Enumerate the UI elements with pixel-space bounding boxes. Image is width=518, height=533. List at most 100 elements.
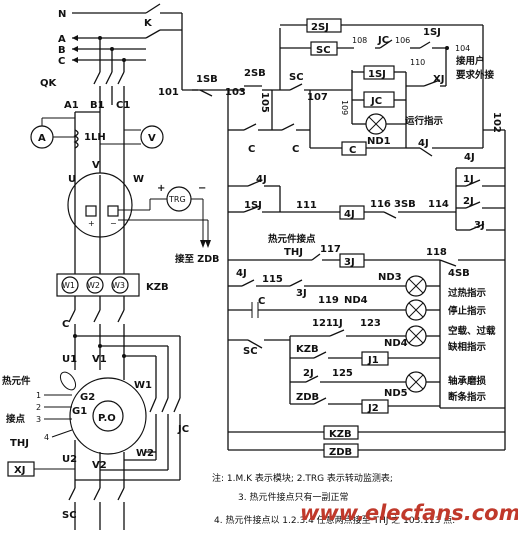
n123: 123 [360, 318, 381, 329]
b1-label: B1 [90, 100, 105, 111]
notes: 注: 1.M.K 表示模块; 2.TRG 表示转动监测表; 3. 热元件接点只有… [212, 472, 455, 526]
j2c-label: 2J [303, 368, 314, 379]
nd3-label: ND3 [378, 272, 402, 283]
c1-label: C1 [116, 100, 130, 111]
zdb-ctrl-label: ZDB [296, 392, 319, 403]
motor: P.O G2 G1 JC W2 U2 V2 SC XJ [2, 371, 189, 530]
trg-minus: − [198, 183, 206, 194]
n105: 105 [259, 92, 270, 113]
user-text-1: 接用户 [456, 55, 485, 67]
v2-label: V2 [92, 460, 107, 471]
kzb-w1: W1 [62, 281, 75, 290]
thermo-n1: 1 [36, 391, 41, 400]
c1-label: C [248, 144, 255, 155]
kzb-block: W1 W2 W3 KZB C U1 V1 W1 [56, 260, 181, 398]
run-ind-label: 运行指示 [405, 115, 444, 127]
kzb-bus-label: KZB [329, 429, 352, 440]
note-line-3: 4. 热元件接点以 1.2.3.4 任意两点接至 THJ 之 103.113 点… [214, 514, 455, 526]
note-line-1: 注: 1.M.K 表示模块; 2.TRG 表示转动监测表; [212, 472, 393, 484]
jc-coil-label: JC [370, 96, 382, 107]
j1-label: 1J [463, 174, 474, 185]
j4c-top: 4J [464, 152, 475, 163]
n117: 117 [320, 244, 341, 255]
n106: 106 [395, 36, 410, 45]
qk-label: QK [40, 78, 58, 89]
n102: 102 [491, 112, 502, 133]
ovh-ind-label: 过热指示 [448, 287, 487, 299]
n101: 101 [158, 87, 179, 98]
u2-label: U2 [62, 454, 77, 465]
control-circuit: 101 1SB 103 2SJ SC 108 JC 106 1SJ 104 2S… [158, 18, 506, 458]
sb2-label: 2SB [244, 68, 266, 79]
kzb-label: KZB [146, 282, 169, 293]
bus-n-label: N [58, 9, 66, 20]
voltmeter [140, 125, 164, 149]
note-line-2: 3. 热元件接点只有一副正常 [238, 491, 348, 503]
n111: 111 [296, 200, 317, 211]
c-coil-label: C [349, 145, 356, 156]
sc-top-label: SC [316, 45, 331, 56]
bus-c-label: C [58, 56, 65, 67]
jc-label: JC [177, 424, 189, 435]
nd1-label: ND1 [367, 136, 391, 147]
kzb-ctrl-label: KZB [296, 344, 319, 355]
thermo-thj: THJ [10, 438, 29, 449]
w-label: W [133, 174, 144, 185]
c2-label: C [292, 144, 299, 155]
sb4-label: 4SB [448, 268, 470, 279]
sc3-label: SC [243, 346, 258, 357]
nd5-label: ND5 [384, 388, 408, 399]
n121: 121 [312, 318, 333, 329]
thermo-row-label: 热元件接点 [268, 233, 316, 245]
n109: 109 [340, 100, 349, 115]
sc2-label: SC [289, 72, 304, 83]
kzb-w3: W3 [112, 281, 125, 290]
n118: 118 [426, 247, 447, 258]
trg-label: TRG [168, 195, 186, 204]
g2-label: G2 [80, 392, 95, 403]
j1-coil-label: J1 [367, 355, 379, 366]
w1-label: W1 [134, 380, 152, 391]
n103: 103 [225, 87, 246, 98]
n110: 110 [410, 58, 425, 67]
sb3-label: 3SB [394, 199, 416, 210]
svg-text:−: − [110, 219, 117, 228]
mk-module: + − + − TRG 接至 ZDB [67, 172, 219, 265]
n107: 107 [307, 92, 328, 103]
user-text-2: 要求外接 [456, 69, 495, 81]
to-zdb-label: 接至 ZDB [175, 253, 219, 265]
bus-b-label: B [58, 45, 66, 56]
j1c-label: 1J [332, 318, 343, 329]
sj1b-label: 1SJ [244, 200, 262, 211]
bearing-label-1: 轴承磨损 [448, 375, 487, 387]
thermo-n2: 2 [36, 403, 41, 412]
u-label: U [68, 174, 76, 185]
c3-label: C [258, 296, 265, 307]
stop-ind-label: 停止指示 [448, 305, 487, 317]
xj-ctrl-label: XJ [433, 74, 444, 85]
ammeter-label: A [38, 133, 46, 144]
switch-k-label: K [144, 18, 153, 29]
v1-label: V1 [92, 354, 107, 365]
n125: 125 [332, 368, 353, 379]
noload-label-2: 缺相指示 [447, 341, 487, 353]
thj-row-label: THJ [284, 247, 303, 258]
svg-text:+: + [88, 219, 95, 228]
bus-a-label: A [58, 34, 66, 45]
j3c-label: 3J [296, 288, 307, 299]
sj1-coil-label: 1SJ [368, 69, 386, 80]
thermo-n3: 3 [36, 415, 41, 424]
watermark: www.elecfans.com [300, 501, 518, 525]
n119: 119 [318, 295, 339, 306]
trg-plus: + [157, 183, 165, 194]
j4c-label: 4J [236, 268, 247, 279]
thermo-label-2: 接点 [6, 413, 26, 425]
j4-label: 4J [418, 138, 429, 149]
j4b-label: 4J [256, 174, 267, 185]
thermo-label-1: 热元件 [2, 375, 31, 387]
g1-label: G1 [72, 406, 87, 417]
u1-label: U1 [62, 354, 77, 365]
n116: 116 [370, 199, 391, 210]
